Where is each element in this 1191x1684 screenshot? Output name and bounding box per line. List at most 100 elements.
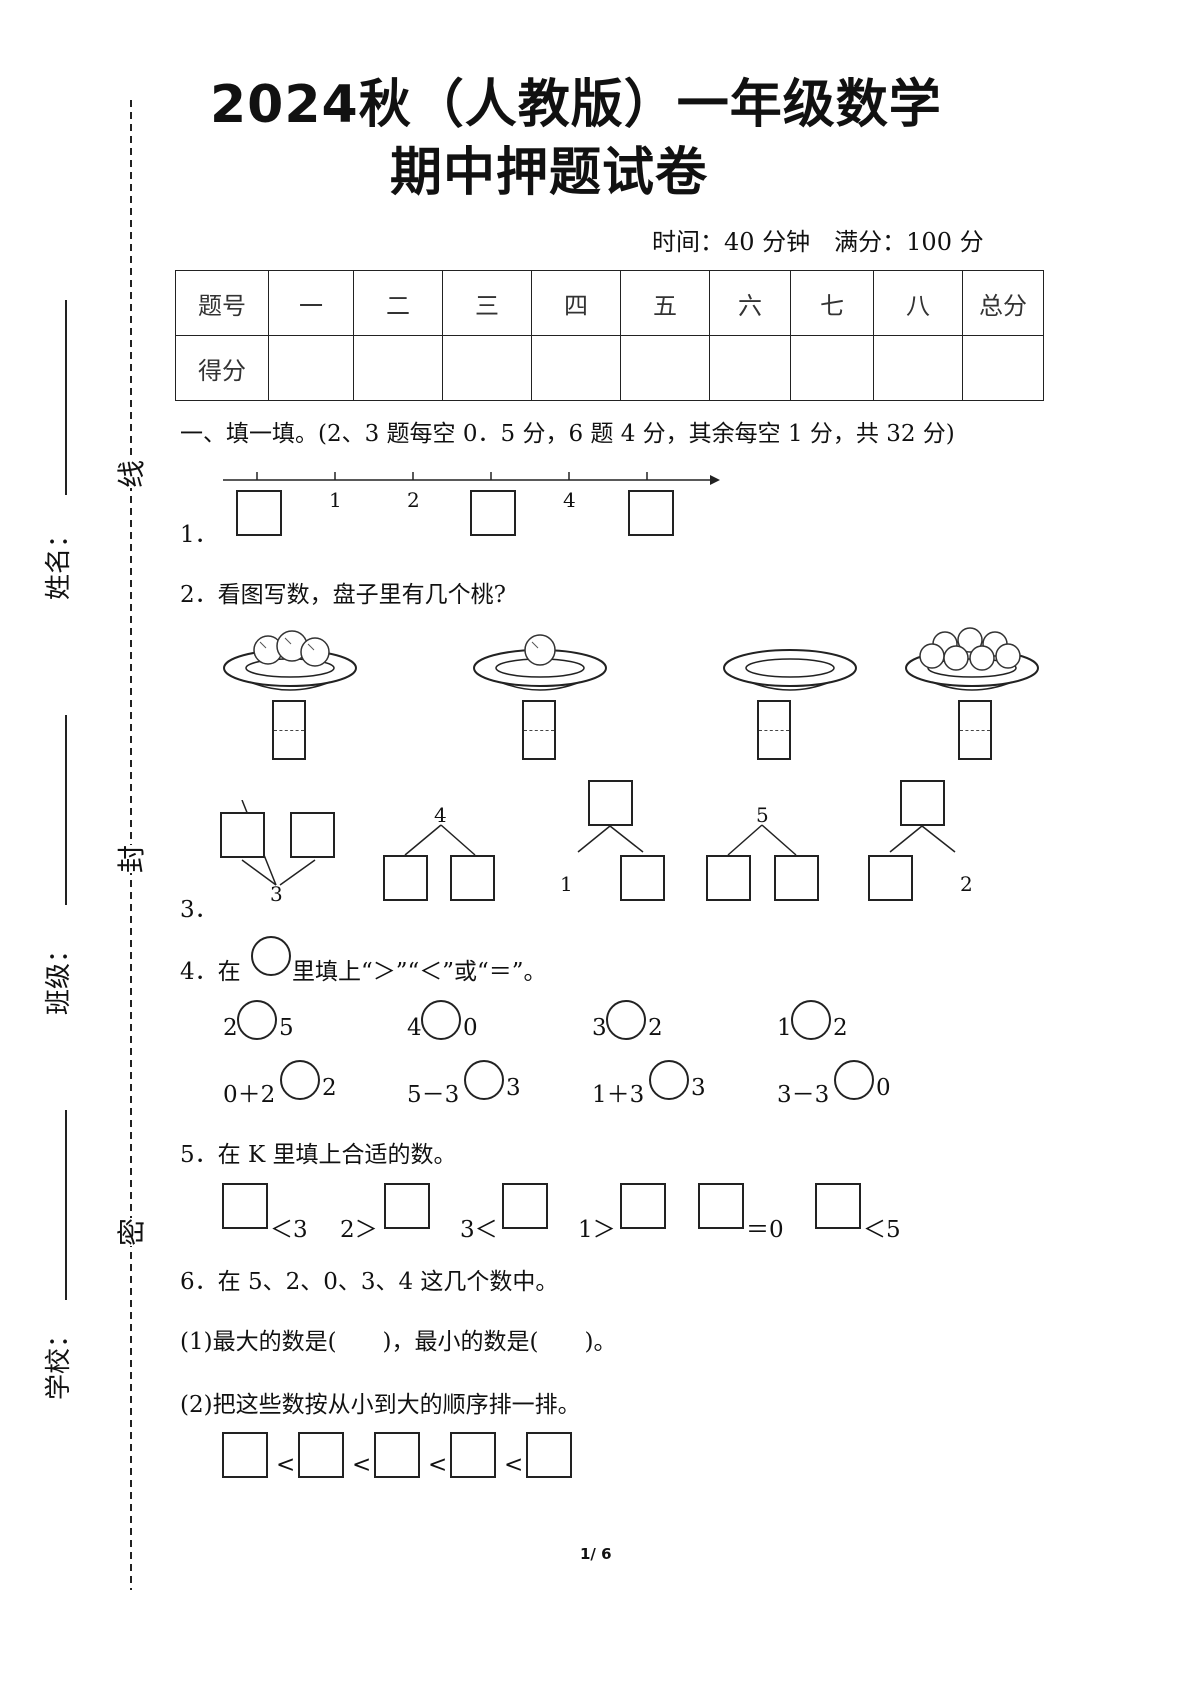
- score-table: 题号 一 二 三 四 五 六 七 八 总分 得分: [175, 270, 1044, 401]
- answer-box[interactable]: [450, 855, 495, 901]
- answer-box[interactable]: [698, 1183, 744, 1229]
- compare-circle[interactable]: [834, 1060, 874, 1100]
- answer-box[interactable]: [706, 855, 751, 901]
- question-part: (1)最大的数是( )，最小的数是( )。: [180, 1329, 617, 1355]
- tick-label: 4: [563, 488, 576, 512]
- less-than-sign: <: [276, 1452, 296, 1478]
- answer-box[interactable]: [470, 490, 516, 536]
- compare-left: 1＋3: [592, 1082, 645, 1108]
- inequality-text: ＜3: [270, 1217, 308, 1243]
- school-label: 学校：: [44, 1321, 74, 1400]
- answer-box[interactable]: [958, 700, 992, 760]
- compare-circle[interactable]: [464, 1060, 504, 1100]
- answer-box[interactable]: [774, 855, 819, 901]
- question-text-suffix: 里填上“＞”“＜”或“＝”。: [292, 959, 547, 985]
- table-cell: 八: [873, 270, 963, 336]
- page-subtitle: 期中押题试卷: [390, 143, 709, 203]
- page-title: 2024秋（人教版）一年级数学: [210, 75, 942, 135]
- compare-left: 5－3: [407, 1082, 460, 1108]
- compare-right: 2: [322, 1075, 337, 1101]
- answer-box[interactable]: [222, 1183, 268, 1229]
- answer-box[interactable]: [383, 855, 428, 901]
- inequality-text: 1＞: [578, 1217, 616, 1243]
- compare-right: 2: [833, 1015, 848, 1041]
- compare-circle[interactable]: [421, 1000, 461, 1040]
- plate-icon: [723, 649, 857, 691]
- question-number: 1．: [180, 522, 218, 548]
- less-than-sign: <: [504, 1452, 524, 1478]
- question-text: 2．看图写数，盘子里有几个桃?: [180, 582, 506, 608]
- table-cell: 一: [268, 270, 354, 336]
- table-cell: 总分: [962, 270, 1044, 336]
- bond-label: 1: [560, 872, 573, 896]
- score-table-score-row: 得分: [175, 335, 1044, 401]
- sample-circle-icon: [251, 936, 291, 976]
- answer-box[interactable]: [374, 1432, 420, 1478]
- compare-right: 0: [876, 1075, 891, 1101]
- compare-right: 5: [279, 1015, 294, 1041]
- compare-circle[interactable]: [649, 1060, 689, 1100]
- answer-box[interactable]: [222, 1432, 268, 1478]
- answer-box[interactable]: [290, 812, 335, 858]
- answer-box[interactable]: [522, 700, 556, 760]
- compare-circle[interactable]: [280, 1060, 320, 1100]
- answer-box[interactable]: [502, 1183, 548, 1229]
- compare-circle[interactable]: [606, 1000, 646, 1040]
- score-input-cell[interactable]: [962, 335, 1044, 401]
- page-number: 1/ 6: [580, 1545, 612, 1563]
- seal-char-line: 线: [108, 459, 153, 489]
- answer-box[interactable]: [384, 1183, 430, 1229]
- compare-right: 3: [691, 1075, 706, 1101]
- bond-label: 2: [960, 872, 973, 896]
- score-input-cell[interactable]: [531, 335, 621, 401]
- table-cell: 五: [620, 270, 710, 336]
- seal-char-seal: 封: [108, 844, 153, 874]
- score-input-cell[interactable]: [873, 335, 963, 401]
- table-cell: 三: [442, 270, 532, 336]
- answer-box[interactable]: [298, 1432, 344, 1478]
- score-input-cell[interactable]: [268, 335, 354, 401]
- score-input-cell[interactable]: [442, 335, 532, 401]
- table-cell: 题号: [175, 270, 269, 336]
- answer-box[interactable]: [868, 855, 913, 901]
- answer-box[interactable]: [815, 1183, 861, 1229]
- inequality-text: 3＜: [460, 1217, 498, 1243]
- answer-box[interactable]: [757, 700, 791, 760]
- answer-box[interactable]: [620, 1183, 666, 1229]
- name-label: 姓名：: [44, 521, 74, 600]
- score-input-cell[interactable]: [709, 335, 791, 401]
- answer-box[interactable]: [628, 490, 674, 536]
- compare-circle[interactable]: [237, 1000, 277, 1040]
- answer-box[interactable]: [220, 812, 265, 858]
- compare-right: 2: [648, 1015, 663, 1041]
- compare-circle[interactable]: [791, 1000, 831, 1040]
- score-input-cell[interactable]: [353, 335, 443, 401]
- answer-box[interactable]: [526, 1432, 572, 1478]
- question-part: (2)把这些数按从小到大的顺序排一排。: [180, 1392, 581, 1418]
- score-table-header-row: 题号 一 二 三 四 五 六 七 八 总分: [175, 270, 1044, 336]
- answer-box[interactable]: [450, 1432, 496, 1478]
- score-input-cell[interactable]: [790, 335, 874, 401]
- answer-box[interactable]: [272, 700, 306, 760]
- tick-label: 2: [407, 488, 420, 512]
- binding-margin-lines: [65, 100, 132, 1590]
- table-cell: 二: [353, 270, 443, 336]
- class-label: 班级：: [44, 936, 74, 1015]
- number-line: [223, 472, 720, 485]
- inequality-text: ＝0: [746, 1217, 784, 1243]
- answer-box[interactable]: [588, 780, 633, 826]
- table-cell: 六: [709, 270, 791, 336]
- seal-char-secret: 密: [108, 1217, 153, 1247]
- section-heading: 一、填一填。(2、3 题每空 0．5 分，6 题 4 分，其余每空 1 分，共 …: [180, 421, 955, 447]
- compare-left: 3: [592, 1015, 607, 1041]
- peach-icon: [919, 627, 1021, 671]
- answer-box[interactable]: [236, 490, 282, 536]
- answer-box[interactable]: [620, 855, 665, 901]
- answer-box[interactable]: [900, 780, 945, 826]
- peach-icon: [253, 630, 330, 667]
- tick-label: 1: [329, 488, 342, 512]
- time-info: 时间：40 分钟 满分：100 分: [652, 228, 984, 256]
- question-text: 5．在 K 里填上合适的数。: [180, 1142, 457, 1168]
- compare-left: 0＋2: [223, 1082, 276, 1108]
- score-input-cell[interactable]: [620, 335, 710, 401]
